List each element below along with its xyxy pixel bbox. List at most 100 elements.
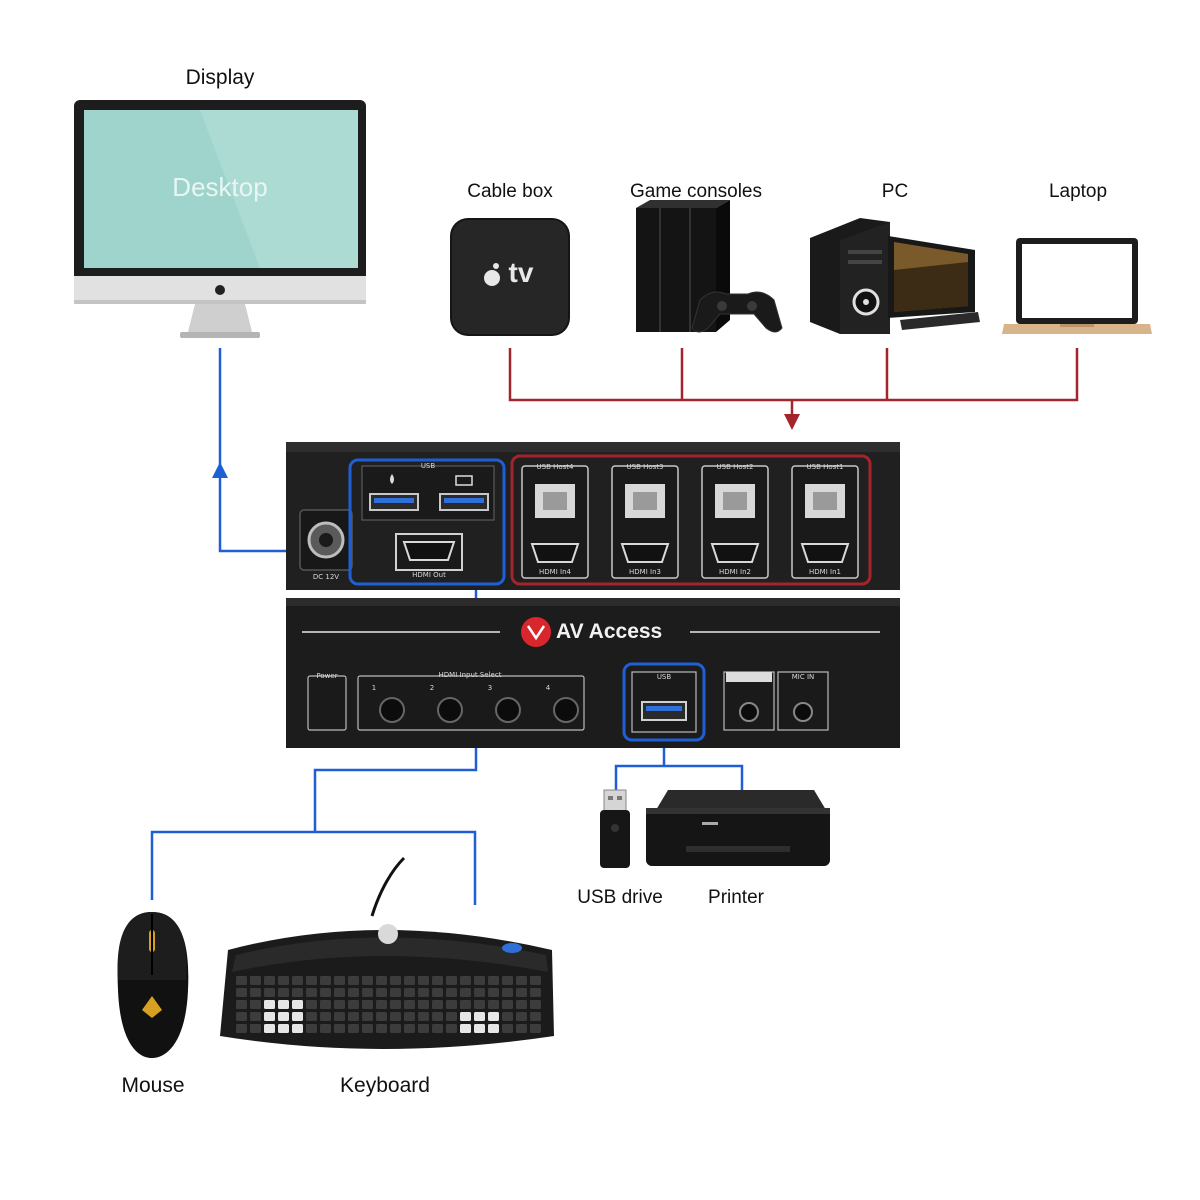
laptop-label: Laptop <box>1048 181 1108 202</box>
keyboard-key <box>474 1000 485 1009</box>
apple-tv-logo: tv <box>508 257 534 288</box>
keyboard-key <box>432 988 443 997</box>
button-number-3: 3 <box>487 684 493 692</box>
keyboard-key <box>236 1012 247 1021</box>
display-monitor <box>74 100 366 338</box>
keyboard-key <box>390 988 401 997</box>
keyboard-key <box>432 976 443 985</box>
input-select-button-2[interactable] <box>438 698 462 722</box>
input-select-button-3[interactable] <box>496 698 520 722</box>
input-select-label: HDMI Input Select <box>438 671 502 679</box>
keyboard-key <box>418 1000 429 1009</box>
red-arrowhead <box>784 414 800 430</box>
host-label-1: USB Host1 <box>806 463 844 471</box>
keyboard-key <box>348 976 359 985</box>
pc-icon <box>810 218 980 334</box>
cable-box-icon <box>450 218 570 336</box>
keyboard-key <box>320 1012 331 1021</box>
keyboard-key <box>334 976 345 985</box>
keyboard-key <box>432 1012 443 1021</box>
keyboard-key <box>432 1000 443 1009</box>
keyboard-key <box>418 976 429 985</box>
keyboard-key <box>488 1000 499 1009</box>
keyboard-key <box>264 976 275 985</box>
display-connection-line <box>218 348 300 553</box>
keyboard-key <box>306 1024 317 1033</box>
keyboard-key <box>236 976 247 985</box>
host-port-1 <box>521 465 589 579</box>
keyboard-key <box>530 1012 541 1021</box>
keyboard-key <box>488 988 499 997</box>
keyboard-key <box>460 1012 471 1021</box>
printer-label: Printer <box>708 887 764 908</box>
keyboard-key <box>264 1024 275 1033</box>
keyboard-key <box>348 1012 359 1021</box>
mouse-icon <box>117 912 189 1058</box>
keyboard-key <box>362 1024 373 1033</box>
keyboard-key <box>376 976 387 985</box>
keyboard-key <box>460 1024 471 1033</box>
keyboard-key <box>250 1000 261 1009</box>
hdmi-in-label-2: HDMI In2 <box>719 568 751 576</box>
keyboard-key <box>516 1000 527 1009</box>
host-label-3: USB Host3 <box>626 463 664 471</box>
keyboard-key <box>278 988 289 997</box>
keyboard-key <box>446 988 457 997</box>
keyboard-key <box>306 1000 317 1009</box>
power-label: Power <box>316 672 338 680</box>
keyboard-key <box>460 976 471 985</box>
keyboard-key <box>474 1012 485 1021</box>
keyboard-key <box>292 1012 303 1021</box>
host-port-2 <box>611 465 679 579</box>
keyboard-key <box>320 976 331 985</box>
keyboard-key <box>334 1000 345 1009</box>
keyboard-key <box>264 1000 275 1009</box>
keyboard-key <box>516 988 527 997</box>
keyboard-key <box>362 1012 373 1021</box>
cable-box-label: Cable box <box>467 181 553 202</box>
hdmi-out-label: HDMI Out <box>412 571 446 579</box>
mouse-label: Mouse <box>121 1074 185 1097</box>
printer-icon <box>646 790 830 866</box>
keyboard-key <box>390 976 401 985</box>
keyboard-key <box>418 1012 429 1021</box>
keyboard-key <box>446 976 457 985</box>
hdmi-in-label-3: HDMI In3 <box>629 568 661 576</box>
keyboard-key <box>362 1000 373 1009</box>
keyboard-key <box>530 988 541 997</box>
keyboard-key <box>488 976 499 985</box>
keyboard-key <box>502 1000 513 1009</box>
keyboard-key <box>278 976 289 985</box>
input-select-button-4[interactable] <box>554 698 578 722</box>
front-usb-label: USB <box>656 673 672 681</box>
keyboard-key <box>502 1024 513 1033</box>
keyboard-key <box>474 1024 485 1033</box>
keyboard-key <box>236 1000 247 1009</box>
button-number-4: 4 <box>545 684 551 692</box>
keyboard-key <box>460 1000 471 1009</box>
desktop-screen-label: Desktop <box>172 172 268 202</box>
hdmi-in-label-4: HDMI In4 <box>539 568 571 576</box>
keyboard-label: Keyboard <box>340 1074 430 1097</box>
keyboard-key <box>292 988 303 997</box>
keyboard-key <box>278 1000 289 1009</box>
keyboard-key <box>362 988 373 997</box>
keyboard-key <box>446 1000 457 1009</box>
keyboard-key <box>250 1012 261 1021</box>
game-console-icon <box>636 200 783 333</box>
keyboard-key <box>292 976 303 985</box>
keyboard-key <box>292 1000 303 1009</box>
keyboard-key <box>376 1000 387 1009</box>
keyboard-key <box>432 1024 443 1033</box>
blue-arrowhead-up <box>212 462 228 478</box>
keyboard-key <box>418 1024 429 1033</box>
input-select-button-1[interactable] <box>380 698 404 722</box>
keyboard-key <box>418 988 429 997</box>
keyboard-key <box>446 1012 457 1021</box>
source-connection-lines <box>508 348 1079 402</box>
keyboard-key <box>460 988 471 997</box>
keyboard-key <box>390 1024 401 1033</box>
keyboard-key <box>236 1024 247 1033</box>
keyboard-key <box>488 1012 499 1021</box>
